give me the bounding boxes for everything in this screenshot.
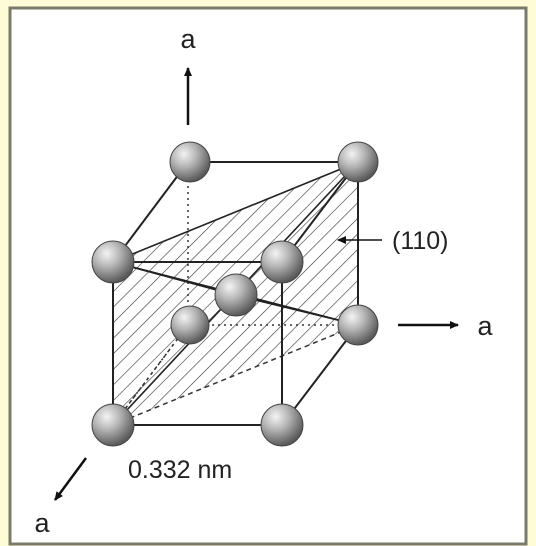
- atom-front-top-right: [260, 240, 304, 284]
- axis-arrows: [53, 67, 459, 501]
- cube-edges: [112, 161, 359, 426]
- atom-back-bottom-right: [337, 304, 379, 346]
- atoms: [91, 141, 379, 447]
- axis-label-up: a: [180, 24, 196, 54]
- plane-label: (110): [392, 227, 449, 255]
- lattice-constant-label: 0.332 nm: [128, 456, 232, 484]
- atom-back-bottom-left: [170, 305, 210, 345]
- atom-front-bottom-left: [91, 403, 135, 447]
- arrow-diagonal-icon: [53, 457, 88, 501]
- axis-label-right: a: [477, 311, 493, 341]
- atom-body-center: [214, 273, 258, 317]
- axis-label-diagonal: a: [34, 508, 50, 538]
- atom-front-top-left: [91, 240, 135, 284]
- hidden-edges: [112, 162, 359, 426]
- atom-front-bottom-right: [260, 403, 304, 447]
- atom-back-top-right: [337, 141, 379, 183]
- atom-back-top-left: [169, 141, 211, 183]
